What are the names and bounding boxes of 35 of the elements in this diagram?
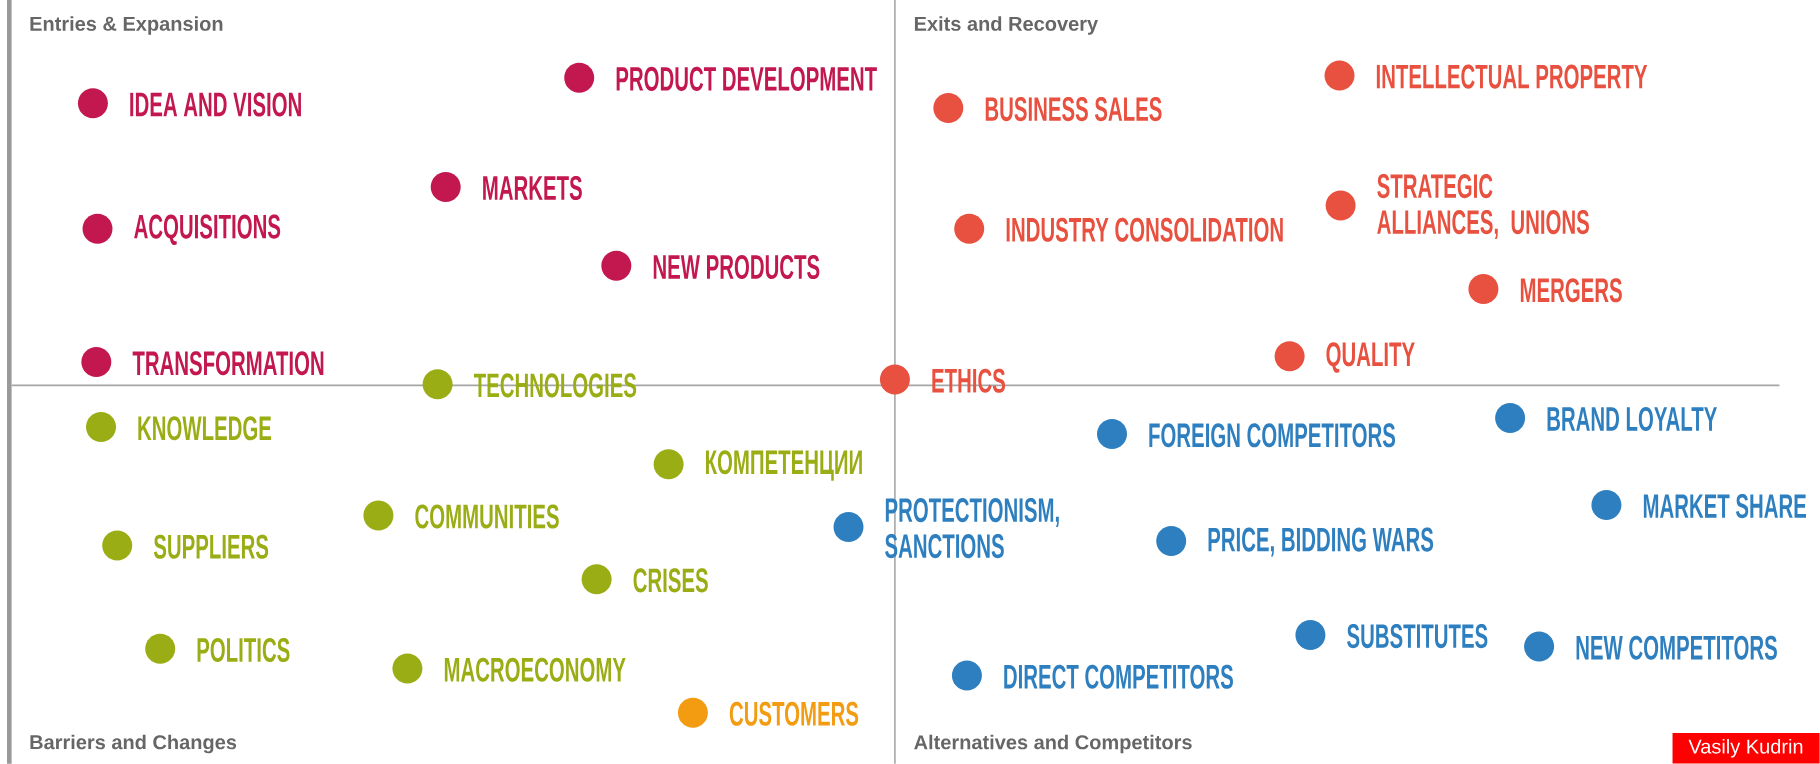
item-label: STRATEGIC ALLIANCES, UNIONS [1377, 174, 1589, 240]
item-label: SUPPLIERS [153, 534, 269, 559]
item-label: MARKET SHARE [1643, 494, 1806, 519]
item-label: SUBSTITUTES [1347, 624, 1488, 649]
item-label: COMMUNITIES [415, 504, 559, 529]
item-label: PRODUCT DEVELOPMENT [616, 66, 877, 91]
item-label: FOREIGN COMPETITORS [1149, 423, 1396, 448]
item-label: NEW PRODUCTS [653, 254, 820, 280]
item-label: NEW COMPETITORS [1576, 635, 1777, 660]
item-label: INDUSTRY CONSOLIDATION [1006, 217, 1283, 242]
item-label: MARKETS [483, 175, 582, 201]
quadrant-title: Exits and Recovery [914, 16, 1098, 35]
item-label: MERGERS [1520, 278, 1622, 303]
author-tag: Vasily Kudrin [1672, 732, 1820, 764]
item-label: TECHNOLOGIES [473, 373, 637, 398]
item-label: PRICE, BIDDING WARS [1208, 527, 1434, 557]
item-label: POLITICS [197, 637, 290, 663]
item-label: TRANSFORMATION [132, 351, 324, 376]
item-label: KNOWLEDGE [138, 416, 272, 441]
quadrant-title: Entries & Expansion [30, 16, 223, 35]
item-label: КОМПЕТЕНЦИИ [705, 450, 862, 481]
item-label: INTELLECTUAL PROPERTY [1376, 64, 1648, 89]
quadrant-title: Alternatives and Competitors [914, 734, 1192, 754]
item-label: QUALITY [1326, 342, 1415, 373]
item-label: DIRECT COMPETITORS [1004, 664, 1233, 689]
item-label: ACQUISITIONS [134, 214, 281, 245]
quadrant-title: Barriers and Changes [30, 734, 237, 754]
item-label: BRAND LOYALTY [1547, 406, 1717, 432]
item-label: CRISES [633, 568, 708, 593]
item-label: ETHICS [932, 368, 1005, 393]
item-label: IDEA AND VISION [130, 92, 301, 117]
item-label: PROTECTIONISM, SANCTIONS [885, 498, 1059, 559]
item-label: BUSINESS SALES [985, 97, 1162, 122]
item-label: CUSTOMERS [729, 701, 859, 726]
item-label: MACROECONOMY [444, 657, 626, 682]
